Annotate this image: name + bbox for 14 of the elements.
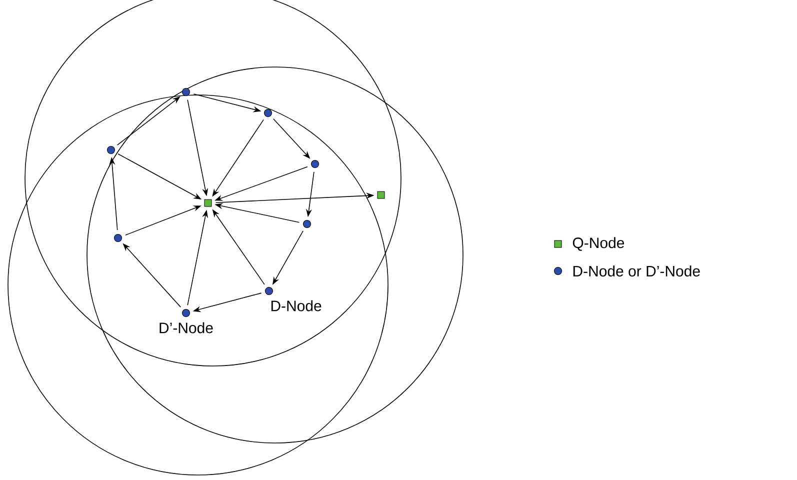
- square-node: [377, 191, 385, 199]
- legend-text: D-Node or D’-Node: [573, 266, 700, 276]
- legend-text: Q-Node: [572, 237, 624, 251]
- circle-node: [114, 234, 122, 242]
- circle-node: [107, 146, 115, 154]
- circle-node: [182, 309, 190, 317]
- circle-node: [311, 160, 319, 168]
- circle-node: [264, 109, 272, 117]
- node-label: D-Node: [271, 300, 322, 312]
- circle-node: [265, 287, 273, 295]
- circle-node: [303, 220, 311, 228]
- square-node: [204, 199, 212, 207]
- node-label: D’-Node: [160, 322, 213, 334]
- circle-node: [182, 88, 190, 96]
